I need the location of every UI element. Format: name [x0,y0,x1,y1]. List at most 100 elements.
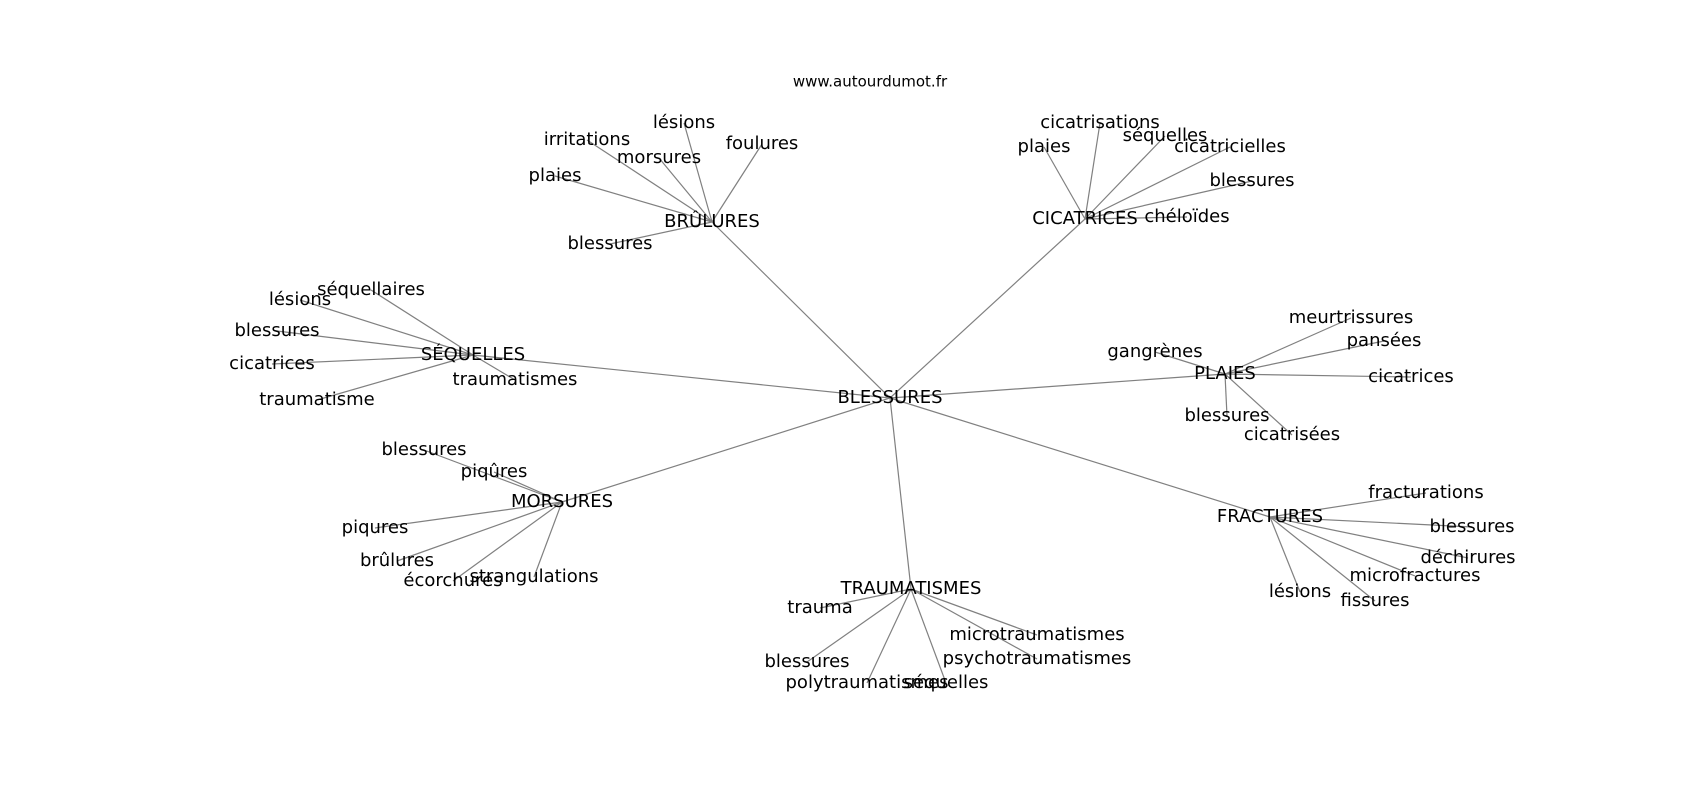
edge-hub-leaf [533,501,563,578]
root-node-label: BLESSURES [837,387,942,408]
edge-hub-leaf [1269,492,1427,518]
edge-hub-leaf [1269,516,1473,528]
leaf-node-label: traumatisme [259,389,375,410]
leaf-node-label: microfractures [1349,565,1480,586]
hub-node-label: FRACTURES [1217,506,1323,527]
edge-hub-leaf [1084,135,1166,220]
edge-hub-leaf [1224,373,1228,417]
leaf-node-label: piqures [342,517,409,538]
leaf-node-label: fissures [1341,590,1410,611]
leaf-node-label: séquelles [904,672,989,693]
edge-hub-leaf [370,289,474,356]
edge-hub-leaf [316,354,474,401]
leaf-node-label: écorchures [403,570,502,591]
leaf-node-label: blessures [1429,516,1514,537]
leaf-node-label: cicatricielles [1174,136,1286,157]
leaf-node-label: déchirures [1420,547,1515,568]
edge-hub-leaf [819,588,912,609]
edge-hub-leaf [396,501,563,562]
edge-hub-leaf [1224,373,1412,378]
leaf-node-label: blessures [1184,405,1269,426]
edge-hub-leaf [554,175,713,223]
edge-hub-leaf [1084,180,1253,220]
edge-hub-leaf [658,157,713,223]
edge-hub-leaf [586,139,713,223]
leaf-node-label: chéloïdes [1144,206,1229,227]
site-watermark: www.autourdumot.fr [793,73,948,91]
edge-hub-leaf [1043,146,1086,220]
edge-root-hub [561,397,891,503]
hub-node-label: PLAIES [1194,363,1256,384]
edge-hub-leaf [1084,122,1101,220]
edge-hub-leaf [452,501,563,582]
leaf-node-label: cicatrisations [1040,112,1160,133]
edge-hub-leaf [910,588,1038,636]
edge-hub-leaf [1084,216,1188,220]
leaf-node-label: pansées [1347,330,1422,351]
leaf-node-label: cicatrisées [1244,424,1340,445]
leaf-node-label: lésions [653,112,715,133]
edge-root-hub [889,373,1226,399]
edge-root-hub [711,221,891,399]
edge-root-hub [889,397,912,590]
leaf-node-label: lésions [269,289,331,310]
leaf-node-label: psychotraumatismes [943,648,1132,669]
edge-hub-leaf [493,471,563,503]
leaf-node-label: cicatrices [229,353,315,374]
hub-node-label: MORSURES [511,491,613,512]
leaf-node-label: gangrènes [1107,341,1202,362]
edge-hub-leaf [683,122,713,223]
leaf-node-label: piqûres [461,461,528,482]
leaf-node-label: brûlures [360,550,434,571]
edge-root-hub [889,397,1271,518]
edge-hub-leaf [271,354,474,365]
leaf-node-label: blessures [1209,170,1294,191]
leaf-node-label: foulures [726,133,799,154]
hub-node-label: SÉQUELLES [421,343,525,365]
leaf-node-label: blessures [764,651,849,672]
leaf-node-label: microtraumatismes [949,624,1124,645]
edge-hub-leaf [374,501,563,529]
edge-hub-leaf [866,588,912,684]
edge-hub-leaf [276,330,474,356]
edge-hub-leaf [423,449,563,503]
edge-hub-leaf [910,588,947,684]
edge-hub-leaf [1269,516,1469,559]
edge-hub-leaf [910,588,1038,660]
edge-hub-leaf [1269,516,1301,593]
leaf-node-label: cicatrices [1368,366,1454,387]
leaf-node-label: lésions [1269,581,1331,602]
edge-root-hub [889,218,1086,399]
leaf-node-label: fracturations [1368,482,1483,503]
edge-hub-leaf [1154,351,1226,375]
edge-root-hub [472,354,891,399]
leaf-node-label: meurtrissures [1289,307,1414,328]
edge-hub-leaf [472,354,516,381]
leaf-node-label: traumatismes [453,369,578,390]
edge-hub-leaf [1224,373,1293,436]
leaf-node-label: blessures [567,233,652,254]
edge-hub-leaf [1269,516,1416,577]
leaf-node-label: strangulations [470,566,599,587]
leaf-node-label: trauma [787,597,852,618]
edge-hub-leaf [1224,340,1385,375]
graph-nodes: BLESSURES BRÛLURES lésions irritations foulu… [229,112,1515,693]
hub-node-label: BRÛLURES [664,210,760,232]
edge-hub-leaf [609,221,713,245]
edge-hub-leaf [1224,317,1352,375]
leaf-node-label: séquellaires [317,279,425,300]
graph-edges [271,122,1473,684]
edge-hub-leaf [806,588,912,663]
leaf-node-label: plaies [1018,136,1071,157]
leaf-node-label: irritations [544,129,630,150]
leaf-node-label: séquelles [1123,125,1208,146]
edge-hub-leaf [1269,516,1376,602]
edge-hub-leaf [299,299,474,356]
hub-node-label: CICATRICES [1032,208,1138,229]
leaf-node-label: polytraumatismes [786,672,949,693]
leaf-node-label: morsures [617,147,701,168]
edge-hub-leaf [711,143,763,223]
leaf-node-label: blessures [234,320,319,341]
leaf-node-label: plaies [529,165,582,186]
